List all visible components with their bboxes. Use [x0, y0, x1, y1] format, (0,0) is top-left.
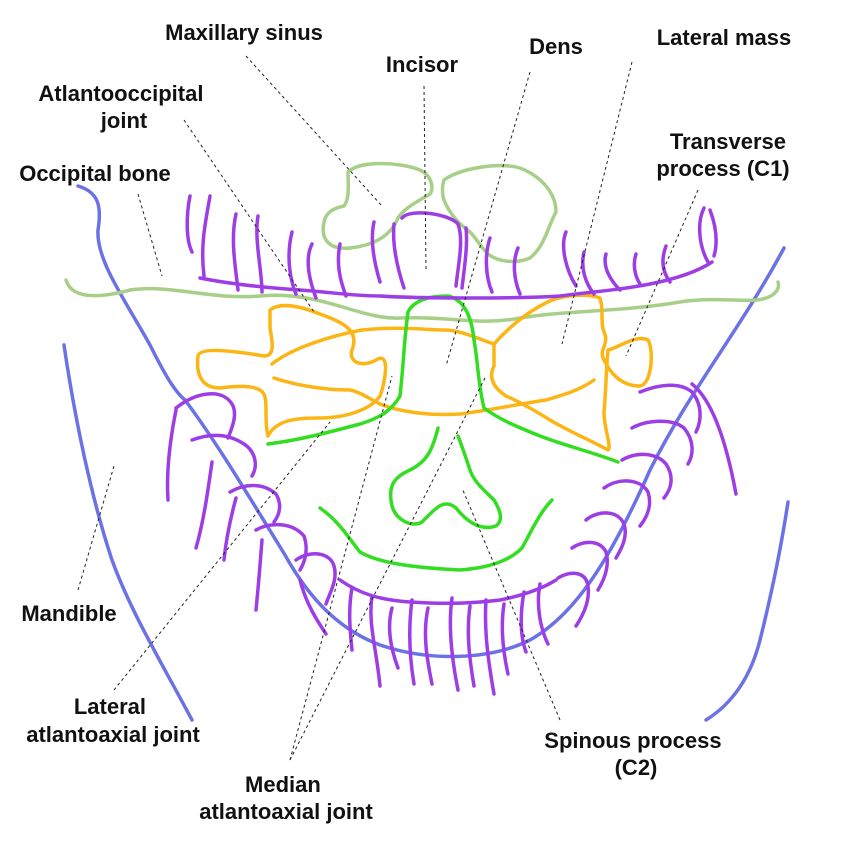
atlas-outline — [195, 293, 654, 452]
upper-tooth — [603, 252, 622, 292]
lower-tooth — [387, 606, 400, 670]
label-spinous-process: Spinous process (C2) — [544, 728, 727, 780]
label-transverse-process-line1: Transverse — [670, 129, 786, 154]
upper-tooth — [370, 220, 382, 284]
lower-tooth — [174, 392, 237, 440]
lower-tooth — [500, 602, 510, 676]
lower-tooth — [254, 538, 264, 612]
atlas-anterior-arch — [270, 326, 596, 417]
lower-tooth — [570, 540, 610, 592]
label-lateral-mass: Lateral mass — [657, 25, 792, 50]
upper-tooth — [661, 244, 672, 284]
upper-tooth — [632, 252, 642, 286]
upper-tooth — [200, 194, 212, 278]
label-lateral-atlantoaxial-joint: Lateral atlantoaxial joint — [26, 694, 200, 747]
label-spinous-process-line1: Spinous process — [544, 728, 721, 753]
lower-tooth — [638, 383, 702, 434]
leader-incisor — [423, 85, 427, 271]
occipital-line — [64, 278, 781, 323]
axis-outline — [266, 294, 620, 572]
label-mandible: Mandible — [21, 601, 116, 626]
label-atlantooccipital-joint: Atlantooccipital joint — [38, 81, 209, 133]
upper-tooth — [581, 250, 596, 296]
lower-tooth — [466, 604, 476, 688]
label-transverse-process: Transverse process (C1) — [656, 129, 792, 181]
lower-tooth — [423, 606, 434, 686]
lower-tooth — [408, 598, 416, 686]
lower-tooth — [556, 571, 591, 628]
lower-tooth — [630, 419, 694, 466]
leader-atlantooccipital — [183, 119, 315, 313]
label-spinous-process-line2: (C2) — [615, 755, 658, 780]
leader-maxillary-sinus — [245, 55, 383, 207]
leader-lateral-atlantoaxial — [113, 421, 331, 691]
mandible-right-ramus — [704, 500, 790, 722]
label-maxillary-sinus: Maxillary sinus — [165, 20, 323, 45]
lower-tooth — [536, 582, 550, 646]
mandible-arch — [76, 184, 786, 659]
spinous-process-outline — [388, 426, 503, 530]
upper-tooth — [561, 230, 578, 288]
leader-occipital-bone — [137, 193, 163, 277]
lower-tooth — [228, 483, 282, 524]
leader-lines — [77, 55, 699, 761]
upper-tooth — [512, 246, 522, 296]
lower-tooth — [254, 522, 308, 572]
label-atlantooccipital-line2: joint — [100, 108, 148, 133]
mandible-left-ramus — [62, 343, 194, 722]
label-median-atlantoaxial-joint: Median atlantoaxial joint — [199, 772, 373, 824]
atlas-right-lateral-mass — [489, 293, 654, 452]
upper-tooth — [306, 242, 318, 300]
leader-transverse-process — [625, 189, 699, 357]
lower-tooth — [294, 552, 337, 606]
lower-tooth — [584, 511, 628, 560]
label-occipital-bone: Occipital bone — [19, 161, 171, 186]
upper-tooth — [287, 230, 298, 296]
leader-mandible — [77, 465, 115, 591]
label-lateral-atlantoaxial-line1: Lateral — [74, 694, 146, 719]
label-transverse-process-line2: process (C1) — [656, 156, 789, 181]
lower-tooth — [620, 452, 673, 500]
lower-tooth — [519, 590, 528, 654]
upper-tooth — [400, 211, 463, 288]
lower-tooth — [690, 382, 738, 496]
lower-tooth — [190, 433, 258, 478]
upper-tooth — [460, 226, 469, 290]
upper-tooth — [391, 222, 406, 290]
leader-median-atlantoaxial-1 — [289, 375, 393, 761]
label-incisor: Incisor — [386, 52, 459, 77]
upper-tooth — [697, 206, 710, 264]
upper-tooth — [336, 242, 348, 298]
lower-tooth — [483, 598, 496, 696]
upper-tooth — [231, 212, 240, 292]
label-lateral-atlantoaxial-line2: atlantoaxial joint — [26, 722, 200, 747]
leader-dens — [445, 71, 531, 367]
upper-tooth — [185, 194, 194, 254]
label-atlantooccipital-line1: Atlantooccipital — [38, 81, 203, 106]
label-median-atlantoaxial-line1: Median — [245, 772, 321, 797]
lower-tooth — [347, 586, 354, 652]
lower-tooth — [194, 460, 214, 550]
label-median-atlantoaxial-line2: atlantoaxial joint — [199, 799, 373, 824]
lower-tooth — [165, 408, 178, 502]
dens-outline — [266, 294, 620, 464]
labels: Maxillary sinus Incisor Dens Lateral mas… — [19, 20, 792, 824]
label-dens: Dens — [529, 34, 583, 59]
upper-tooth — [484, 236, 494, 294]
lower-tooth — [222, 496, 238, 562]
lower-tooth — [448, 596, 460, 692]
lower-tooth — [369, 594, 382, 688]
mandible-outline — [62, 184, 790, 722]
upper-tooth — [708, 208, 718, 258]
sinus-left — [321, 161, 434, 250]
upper-tooth — [255, 214, 264, 294]
teeth-outline — [165, 194, 738, 696]
leader-lateral-mass — [561, 61, 633, 345]
lower-tooth — [602, 479, 652, 528]
axis-body-arch — [318, 498, 554, 572]
atlas-left-lateral-mass — [195, 303, 388, 438]
